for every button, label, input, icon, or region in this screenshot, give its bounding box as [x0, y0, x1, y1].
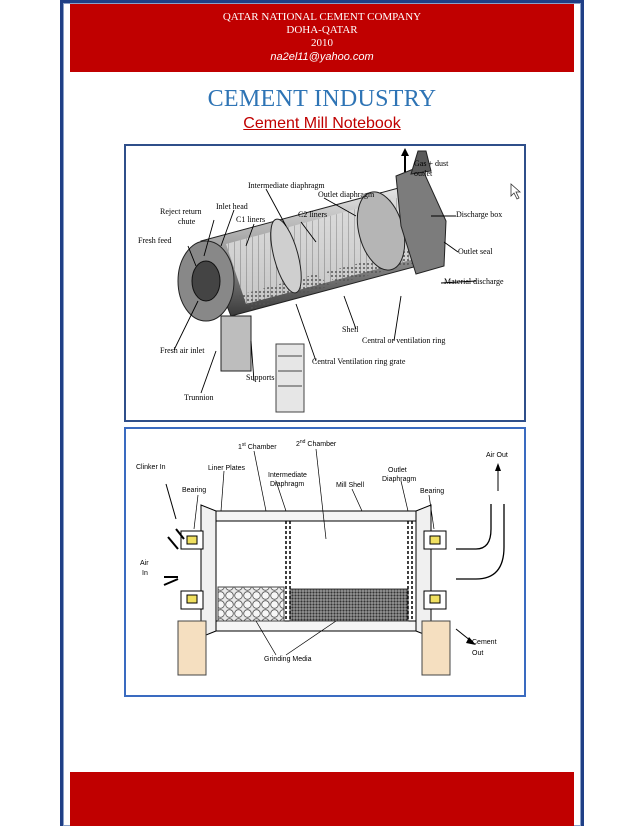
label-outlet-seal: Outlet seal [458, 247, 493, 256]
label-grinding-media: Grinding Media [264, 656, 312, 663]
footer-band [70, 772, 574, 826]
label-outlet: Outlet [388, 467, 407, 474]
label-outlet: outlet [414, 169, 433, 178]
shell-top [215, 510, 417, 522]
label-shell: Shell [342, 325, 359, 334]
label-diaphragm: Diaphragm [270, 481, 304, 488]
foundation-right [421, 620, 451, 676]
grinding-media [236, 274, 331, 309]
label-intermediate-diaphragm: Intermediate diaphragm [248, 181, 325, 190]
header-band: QATAR NATIONAL CEMENT COMPANY DOHA-QATAR… [70, 4, 574, 72]
label-liner-plates: Liner Plates [208, 465, 245, 472]
shell-bottom [215, 620, 417, 632]
page-subtitle: Cement Mill Notebook [243, 115, 401, 132]
label-air-out: Air Out [486, 452, 508, 459]
mill-cutaway-figure: Gas + dust outlet Intermediate diaphragm… [124, 144, 526, 422]
mill-schematic-figure: 1st Chamber 2nd Chamber Air Out Clinker … [124, 427, 526, 697]
label-bearing-right: Bearing [420, 488, 444, 495]
label-c2-liners: C2 liners [298, 210, 327, 219]
label-cement: Cement [472, 639, 497, 646]
label-out: Out [472, 650, 483, 657]
label-outlet-diaphragm: Outlet diaphragm [318, 190, 375, 199]
support-left [220, 315, 252, 372]
email: na2el11@yahoo.com [270, 51, 374, 63]
label-air: Air [140, 560, 149, 567]
label-material-discharge: Material discharge [444, 277, 504, 286]
label-central-ventilation: Central or ventilation ring [362, 336, 445, 345]
label-in: In [142, 570, 148, 577]
mill-cutaway-diagram: Gas + dust outlet Intermediate diaphragm… [138, 148, 522, 413]
support-right [275, 343, 305, 413]
label-supports: Supports [246, 373, 274, 382]
mill-schematic-diagram: 1st Chamber 2nd Chamber Air Out Clinker … [136, 439, 508, 676]
label-chute: chute [178, 217, 196, 226]
year: 2010 [311, 37, 333, 49]
location: DOHA-QATAR [286, 24, 358, 36]
label-inlet-head: Inlet head [216, 202, 248, 211]
label-discharge-box: Discharge box [456, 210, 502, 219]
foundation-left [177, 620, 207, 676]
label-fresh-feed: Fresh feed [138, 236, 172, 245]
title-block: CEMENT INDUSTRY Cement Mill Notebook [70, 86, 574, 133]
label-outlet-diaphragm: Diaphragm [382, 476, 416, 483]
label-mill-shell: Mill Shell [336, 482, 364, 489]
label-intermediate: Intermediate [268, 472, 307, 479]
intermediate-diaphragm [270, 218, 302, 294]
label-first-chamber: 1st Chamber [238, 442, 277, 451]
label-fresh-air-inlet: Fresh air inlet [160, 346, 205, 355]
company-name: QATAR NATIONAL CEMENT COMPANY [222, 11, 422, 23]
label-bearing-left: Bearing [182, 487, 206, 494]
gas-outlet [410, 150, 432, 175]
label-trunnion: Trunnion [184, 393, 214, 402]
label-gas-dust: Gas + dust [414, 159, 449, 168]
chamber1-media [217, 586, 285, 622]
cursor-icon [510, 183, 522, 200]
label-clinker-in: Clinker In [136, 464, 166, 471]
chamber2-media [289, 588, 409, 622]
label-reject-return: Reject return [160, 207, 202, 216]
label-second-chamber: 2nd Chamber [296, 439, 337, 448]
label-central-ventilation-grate: Central Ventilation ring grate [312, 357, 406, 366]
label-c1-liners: C1 liners [236, 215, 265, 224]
page-title: CEMENT INDUSTRY [207, 86, 437, 112]
